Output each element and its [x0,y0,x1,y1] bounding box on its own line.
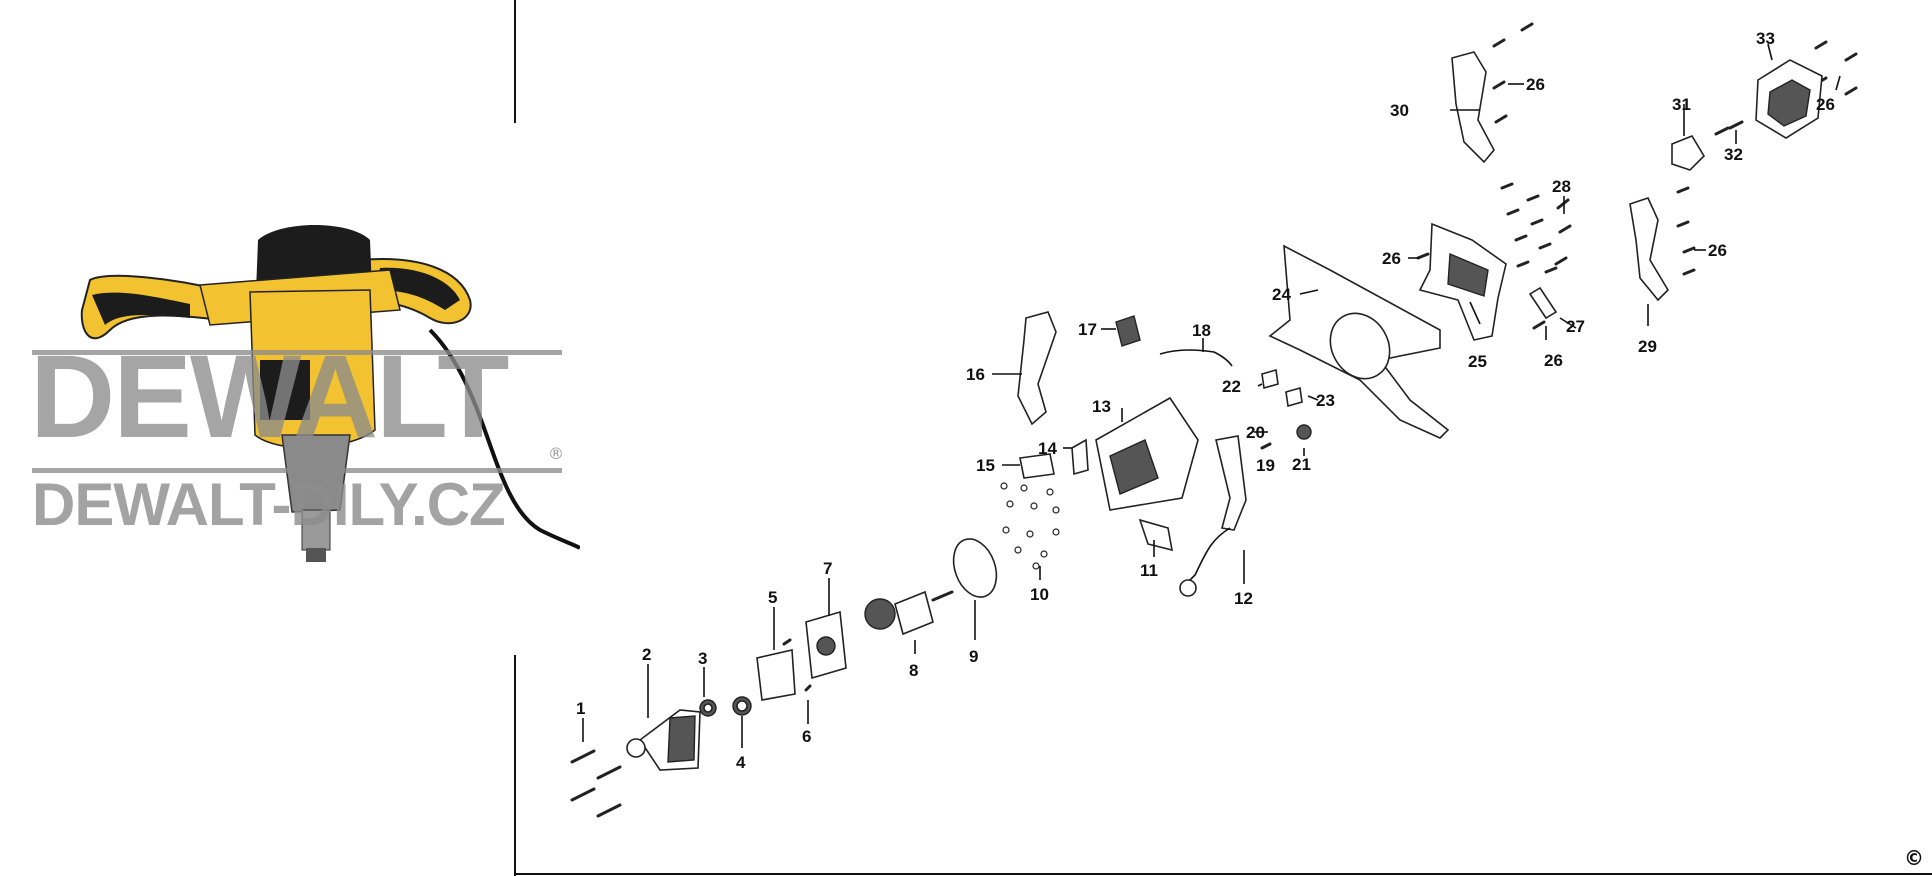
callout-25: 25 [1468,352,1487,371]
part-27-insert [1528,286,1558,320]
callout-19: 19 [1256,456,1275,475]
power-cord [428,328,580,550]
callout-26d: 26 [1708,241,1727,260]
part-15-brush-cover [1019,453,1055,479]
part-23-clip [1285,386,1303,408]
panel-divider-bottom [514,655,516,876]
callout-27: 27 [1566,317,1585,336]
part-9-baffle [952,538,998,598]
callout-12: 12 [1234,589,1253,608]
callout-2: 2 [642,645,651,664]
callout-18: 18 [1192,321,1211,340]
part-4-bearing [732,696,752,716]
gear-housing [281,434,351,513]
left-grip [92,292,190,325]
callout-10: 10 [1030,585,1049,604]
watermark-url: DEWALT-DILY.CZ [32,471,506,538]
frame-bottom-edge [514,873,1932,875]
watermark-registered-mark: ® [548,444,564,463]
part-21-nut [1296,424,1312,440]
label-plate [260,360,310,420]
leader-lines [582,43,1841,748]
part-14-insulator [1071,438,1089,476]
part-8-armature [864,590,954,636]
callout-26b: 26 [1544,351,1563,370]
watermark-bar-top [32,350,562,355]
part-18-wire [1159,349,1233,367]
part-12-power-cord [1179,435,1247,597]
callout-7: 7 [823,559,832,578]
part-6-pins [782,638,812,692]
callout-13: 13 [1092,397,1111,416]
part-22-clip [1261,368,1279,390]
part-1-screws [570,749,622,818]
callout-22: 22 [1222,377,1241,396]
part-13-field-housing [1095,396,1199,511]
part-16-handle-half [1017,311,1057,426]
part-2-gear-housing [626,709,701,771]
spindle [301,509,331,551]
part-33-motor-cap [1755,59,1823,139]
callout-30: 30 [1390,101,1409,120]
callout-4: 4 [736,753,746,772]
spindle-tip [306,548,326,562]
callout-11: 11 [1140,561,1158,580]
callout-24: 24 [1272,285,1291,304]
right-grip [375,267,460,310]
callout-15: 15 [976,456,995,475]
callout-17: 17 [1078,320,1097,339]
part-5-gasket [756,649,796,701]
callout-26e: 26 [1816,95,1835,114]
part-3-bearing [699,699,717,717]
callout-3: 3 [698,649,707,668]
callout-14: 14 [1038,439,1057,458]
callout-21: 21 [1292,455,1311,474]
watermark-bar-bottom [32,468,562,473]
callout-29: 29 [1638,337,1657,356]
callout-32: 32 [1724,145,1743,164]
part-24-handle-frame [1268,244,1450,439]
panel-divider-top [514,0,516,123]
watermark-brand: DEWALT [30,331,509,463]
callout-28: 28 [1552,177,1571,196]
part-10-nuts [1000,482,1060,570]
part-19-screw [1260,442,1272,450]
callout-9: 9 [969,647,978,666]
part-31-cover [1671,135,1706,171]
callout-labels: 1 2 3 4 5 6 7 8 9 10 11 12 13 14 15 16 1… [576,29,1835,772]
callout-26a: 26 [1382,249,1401,268]
callout-16: 16 [966,365,985,384]
copyright-mark: © [1904,846,1924,870]
callout-23: 23 [1316,391,1335,410]
callout-8: 8 [909,661,918,680]
part-30-handle-half [1451,51,1495,164]
part-28-screws [1554,198,1572,266]
callout-31: 31 [1672,95,1691,114]
part-32-screws [1714,120,1744,136]
callout-5: 5 [768,588,777,607]
part-29-handle-half [1629,197,1670,302]
product-photo-mixer-drill [80,225,580,562]
callout-20: 20 [1246,423,1265,442]
callout-6: 6 [802,727,811,746]
part-11-brush-holder [1138,518,1174,552]
part-7-plate [805,610,847,680]
callout-1: 1 [576,699,585,718]
part-17-switch [1115,315,1141,347]
callout-33: 33 [1756,29,1775,48]
callout-26c: 26 [1526,75,1545,94]
part-25-top-housing [1418,222,1507,341]
